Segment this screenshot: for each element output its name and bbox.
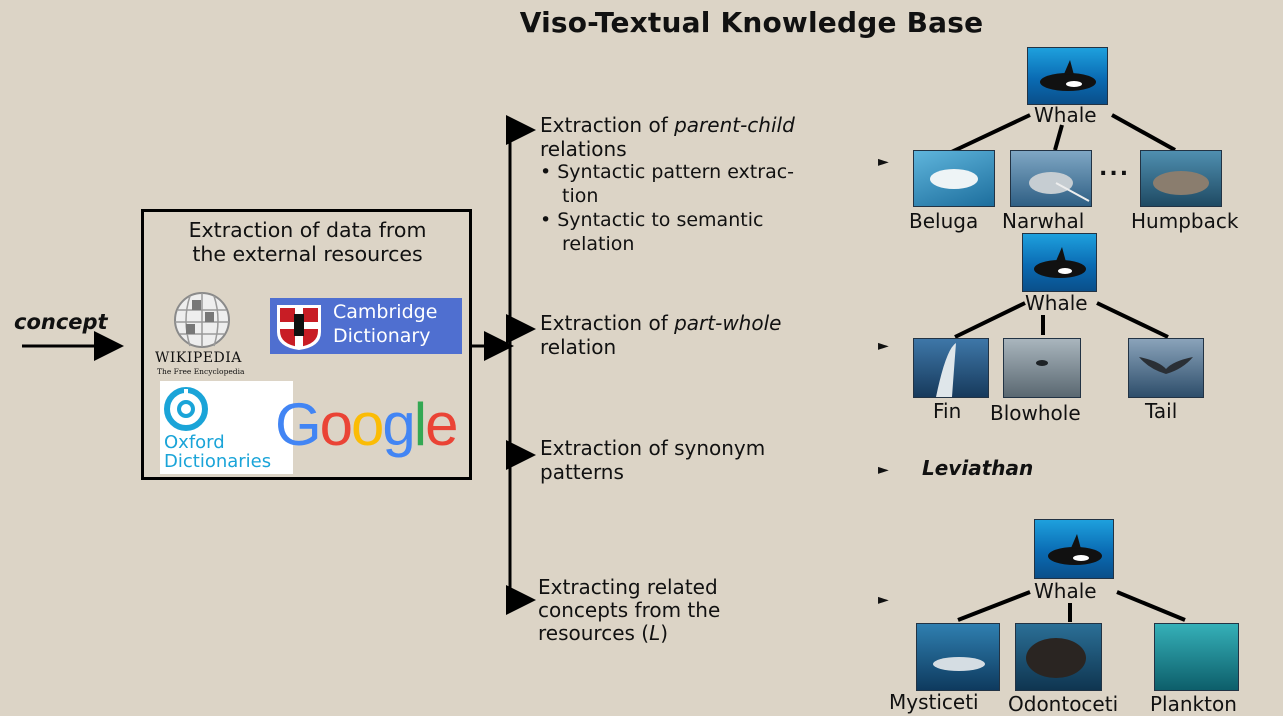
- narwhal-label: Narwhal: [1002, 209, 1085, 233]
- tail-photo: [1128, 338, 1204, 398]
- concept-label: concept: [14, 310, 108, 334]
- odontoceti-photo: [1015, 623, 1102, 691]
- humpback-label: Humpback: [1131, 209, 1239, 233]
- narwhal-photo: [1010, 150, 1092, 207]
- whale-photo: [1022, 233, 1097, 292]
- fin-photo: [913, 338, 989, 398]
- mysticeti-label: Mysticeti: [889, 690, 979, 714]
- tree2-root-label: Whale: [1025, 291, 1088, 315]
- whale-photo: [1027, 47, 1108, 105]
- cambridge-wordmark: Cambridge Dictionary: [333, 301, 438, 347]
- extraction-box: [141, 209, 472, 480]
- odontoceti-label: Odontoceti: [1008, 692, 1119, 716]
- bullet-syntactic-pattern: • Syntactic pattern extrac- tion: [540, 161, 795, 207]
- arrowhead-icon: ►: [878, 338, 889, 354]
- google-logo: Google: [275, 391, 459, 458]
- whale-photo: [1034, 519, 1114, 579]
- tree1-root-label: Whale: [1034, 103, 1097, 127]
- mysticeti-photo: [916, 623, 1000, 691]
- wikipedia-globe-icon: [174, 292, 230, 348]
- bullet-syntactic-semantic: • Syntactic to semantic relation: [540, 209, 764, 255]
- arrowhead-icon: ►: [878, 462, 889, 478]
- oxford-wordmark: Oxford Dictionaries: [164, 432, 272, 472]
- fin-label: Fin: [933, 399, 962, 423]
- diagram-title: Viso-Textual Knowledge Base: [519, 6, 984, 39]
- extraction-box-title: Extraction of data from the external res…: [188, 218, 427, 266]
- blowhole-label: Blowhole: [990, 401, 1081, 425]
- plankton-label: Plankton: [1150, 692, 1237, 716]
- arrowhead-icon: ►: [878, 592, 889, 608]
- ellipsis: ...: [1099, 156, 1131, 181]
- blowhole-photo: [1003, 338, 1081, 398]
- step-synonym: Extraction of synonym patterns: [540, 436, 766, 484]
- step-related-concepts: Extracting related concepts from the res…: [538, 575, 721, 645]
- arrowhead-icon: ►: [878, 154, 889, 170]
- wikipedia-wordmark: WIKIPEDIA: [155, 350, 242, 366]
- synonym-leviathan: Leviathan: [922, 456, 1034, 480]
- oxford-ring-icon: [164, 387, 208, 431]
- plankton-photo: [1154, 623, 1239, 691]
- step-parent-child: Extraction of parent-child relations: [540, 113, 795, 161]
- wikipedia-tagline: The Free Encyclopedia: [157, 367, 245, 376]
- beluga-photo: [913, 150, 995, 207]
- humpback-photo: [1140, 150, 1222, 207]
- tree3-root-label: Whale: [1034, 579, 1097, 603]
- cambridge-shield-icon: [277, 305, 321, 350]
- tail-label: Tail: [1145, 399, 1178, 423]
- beluga-label: Beluga: [909, 209, 979, 233]
- step-part-whole: Extraction of part-whole relation: [540, 311, 782, 359]
